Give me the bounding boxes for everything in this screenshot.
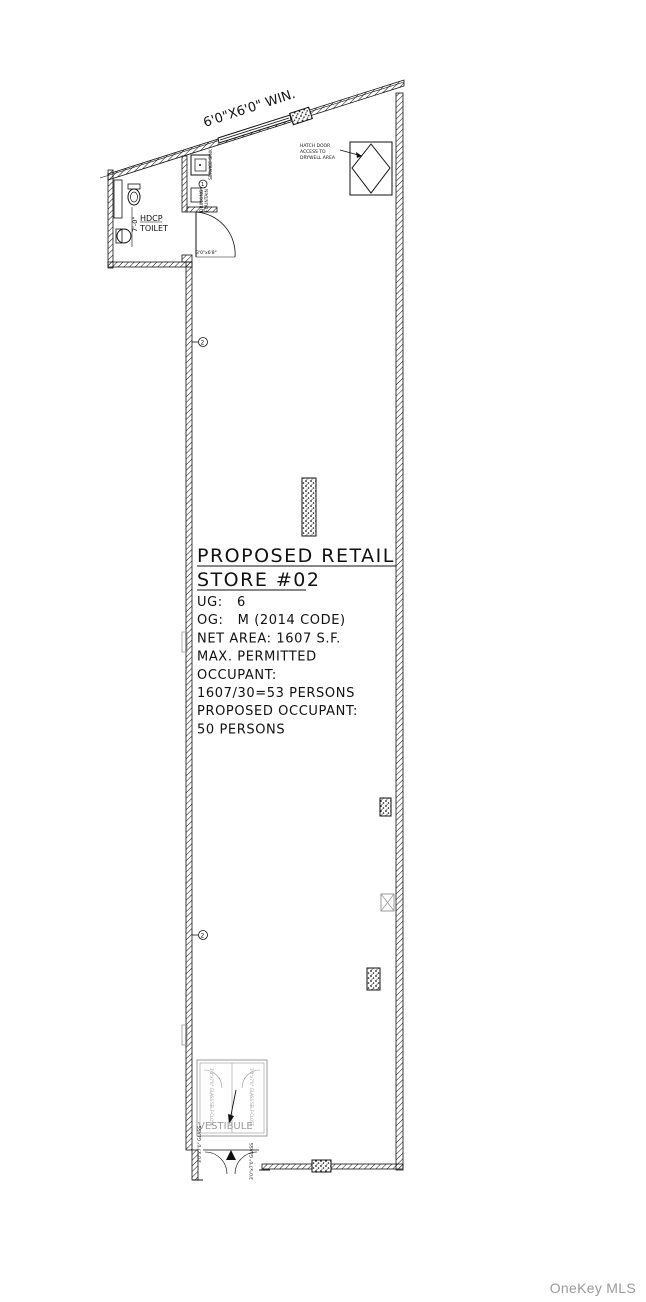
store-info: PROPOSED RETAIL STORE #02 UG: 6 OG: M (20… xyxy=(197,545,396,737)
hatch-label-3: DRYWELL AREA xyxy=(300,155,336,161)
tag-upper: 2 xyxy=(201,340,205,347)
front-door-left-label: 3'0"x7'0" GLASS xyxy=(197,1126,203,1163)
toilet-wall-left xyxy=(107,169,114,269)
right-panel xyxy=(380,893,395,912)
hatch-label-1: HATCH DOOR xyxy=(300,143,330,149)
store-info-line: OCCUPANT: xyxy=(197,668,277,683)
exterior-walls xyxy=(99,79,405,1181)
hatch-door: HATCH DOOR ACCESS TO DRYWELL AREA xyxy=(300,141,393,196)
front-doors: 3'0"x7'0" GLASS 3'0"x7'0" GLASS xyxy=(197,1126,259,1180)
fountain-label-1: DRINKING xyxy=(199,189,205,212)
hdcp-toilet: 7'-0" HDCP TOILET xyxy=(113,179,168,247)
toilet-door-dim: 3'0"x6'8" xyxy=(196,250,217,256)
service-sink-label: SERVICE SINK xyxy=(208,148,214,180)
store-info-line: 50 PERSONS xyxy=(197,722,285,737)
store-info-line: 1607/30=53 PERSONS xyxy=(197,686,355,701)
toilet-door: 3'0"x6'8" xyxy=(195,211,236,258)
vestibule: 3'0"x7'0" GLASS SELF-CLOSE 3'0"x7'0" GLA… xyxy=(196,1059,268,1137)
toilet-wall-bottom xyxy=(107,261,193,268)
store-info-line: UG: 6 xyxy=(197,595,246,610)
bottom-column xyxy=(311,1159,332,1173)
store-info-line: PROPOSED OCCUPANT: xyxy=(197,704,358,719)
toilet-label-2: TOILET xyxy=(139,224,168,233)
sink-wall-bottom xyxy=(186,206,218,213)
toilet-label-1: HDCP xyxy=(140,214,163,223)
store-info-lines: UG: 6 OG: M (2014 CODE) NET AREA: 1607 S.F… xyxy=(197,595,358,737)
window: 6'0"X6'0" WIN. xyxy=(202,87,313,144)
sink-tag: 1 xyxy=(201,182,204,188)
front-door-right-label: 3'0"x7'0" GLASS xyxy=(249,1143,255,1180)
right-wall xyxy=(395,92,404,1171)
store-title-2: STORE #02 xyxy=(197,569,320,591)
right-column-1 xyxy=(379,797,392,817)
service-sink: SERVICE SINK 1 DRINKING FOUNTAIN xyxy=(190,148,214,212)
store-info-line: MAX. PERMITTED xyxy=(197,650,317,665)
vestibule-label: VESTIBULE xyxy=(198,1121,253,1132)
hatch-label-2: ACCESS TO xyxy=(300,149,326,155)
left-wall xyxy=(185,261,193,1151)
tag-lower: 2 xyxy=(201,933,205,940)
toilet-dimension: 7'-0" xyxy=(131,217,139,232)
watermark: OneKey MLS xyxy=(549,1280,636,1296)
right-column-2 xyxy=(366,967,381,991)
store-info-line: OG: M (2014 CODE) xyxy=(197,613,346,628)
bottom-wall xyxy=(261,1163,404,1170)
store-info-line: NET AREA: 1607 S.F. xyxy=(197,631,341,646)
center-column xyxy=(301,477,317,537)
store-title-1: PROPOSED RETAIL xyxy=(197,545,395,567)
wall-tags: 2 2 xyxy=(192,337,208,940)
columns xyxy=(181,477,395,1173)
fountain-label-2: FOUNTAIN xyxy=(204,189,210,212)
vestibule-door-2-label: 3'0"x7'0" GLASS SELF-CLOSE xyxy=(249,1068,254,1127)
toilet-wall-right xyxy=(181,155,188,213)
vestibule-door-1-label: 3'0"x7'0" GLASS SELF-CLOSE xyxy=(209,1068,214,1127)
